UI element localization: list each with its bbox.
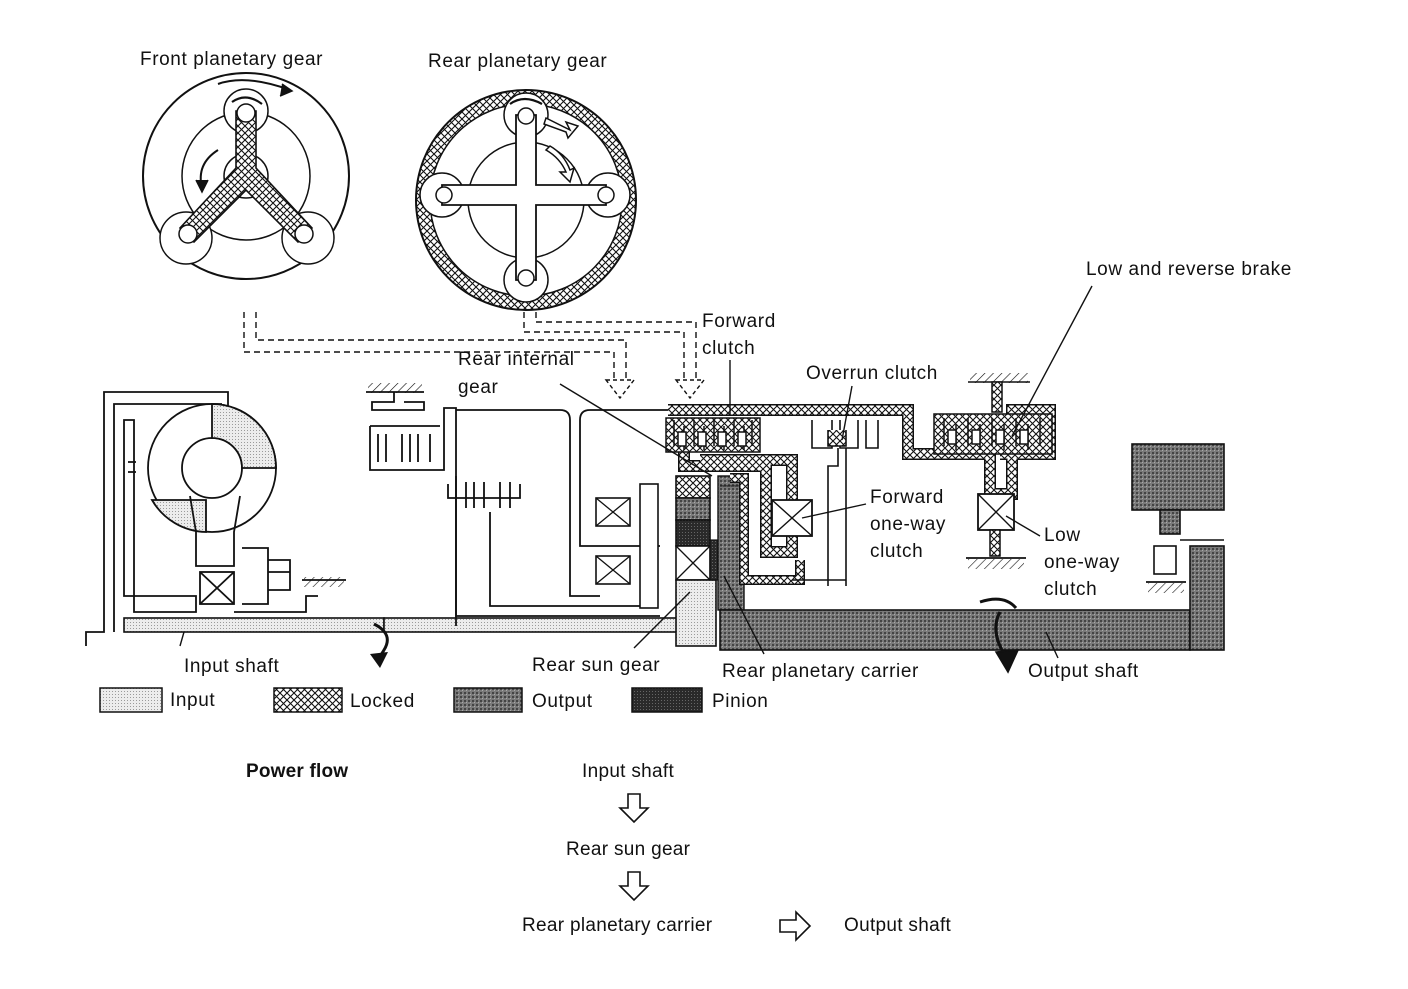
power-flow-step-input-shaft: Input shaft xyxy=(582,761,675,782)
forward-one-way-clutch-label-2: one-way xyxy=(870,514,947,535)
low-one-way-clutch-label-1: Low xyxy=(1044,525,1081,546)
legend-label-locked: Locked xyxy=(350,691,415,712)
power-flow-step-output-shaft: Output shaft xyxy=(844,915,952,936)
front-planetary-gear xyxy=(142,72,350,280)
torque-converter xyxy=(85,391,346,646)
power-flow-step-rear-planetary-carrier: Rear planetary carrier xyxy=(522,915,713,936)
dashed-arrowheads xyxy=(604,379,706,400)
overrun-clutch xyxy=(792,420,879,586)
input-shaft-label: Input shaft xyxy=(184,656,280,677)
forward-clutch-label-1: Forward xyxy=(702,311,776,332)
legend-label-output: Output xyxy=(532,691,593,712)
legend-swatches xyxy=(99,687,703,713)
flow-arrow-down-2 xyxy=(618,871,650,902)
legend-swatch-input xyxy=(99,687,163,713)
power-flow-step-rear-sun-gear: Rear sun gear xyxy=(566,839,691,860)
low-reverse-brake xyxy=(933,373,1053,455)
forward-one-way-clutch-label-1: Forward xyxy=(870,487,944,508)
overrun-clutch-label: Overrun clutch xyxy=(806,363,938,384)
legend-swatch-locked xyxy=(273,687,343,713)
front-clutch-drums xyxy=(366,383,668,626)
flow-arrow-right xyxy=(779,910,812,942)
rear-internal-gear-label-2: gear xyxy=(458,377,499,398)
output-shaft xyxy=(719,443,1225,674)
low-reverse-brake-label: Low and reverse brake xyxy=(1086,259,1292,280)
rear-planetary-block xyxy=(595,475,745,647)
input-shaft xyxy=(123,617,685,668)
rear-planetary-carrier-label: Rear planetary carrier xyxy=(722,661,919,682)
front-planetary-gear-title: Front planetary gear xyxy=(140,49,324,70)
output-shaft-label: Output shaft xyxy=(1028,661,1139,682)
forward-clutch-label-2: clutch xyxy=(702,338,756,359)
low-one-way-clutch-label-3: clutch xyxy=(1044,579,1098,600)
legend-swatch-pinion xyxy=(631,687,703,713)
low-one-way-clutch-label-2: one-way xyxy=(1044,552,1121,573)
leader-lines xyxy=(179,285,1093,659)
flow-arrow-down-1 xyxy=(618,793,650,824)
forward-clutch xyxy=(665,417,761,453)
dashed-leaders xyxy=(243,312,697,380)
legend-label-pinion: Pinion xyxy=(712,691,769,712)
rear-internal-gear-label-1: Rear internal xyxy=(458,349,575,370)
rear-planetary-gear xyxy=(415,89,637,311)
forward-one-way-clutch-label-3: clutch xyxy=(870,541,924,562)
forward-one-way-clutch xyxy=(771,499,813,537)
legend-swatch-output xyxy=(453,687,523,713)
power-flow-heading: Power flow xyxy=(246,761,349,782)
rear-sun-gear-label: Rear sun gear xyxy=(532,655,661,676)
low-one-way-clutch xyxy=(966,493,1026,569)
legend-label-input: Input xyxy=(170,690,216,711)
rear-planetary-gear-title: Rear planetary gear xyxy=(428,51,608,72)
power-flow-arrows xyxy=(618,793,812,942)
